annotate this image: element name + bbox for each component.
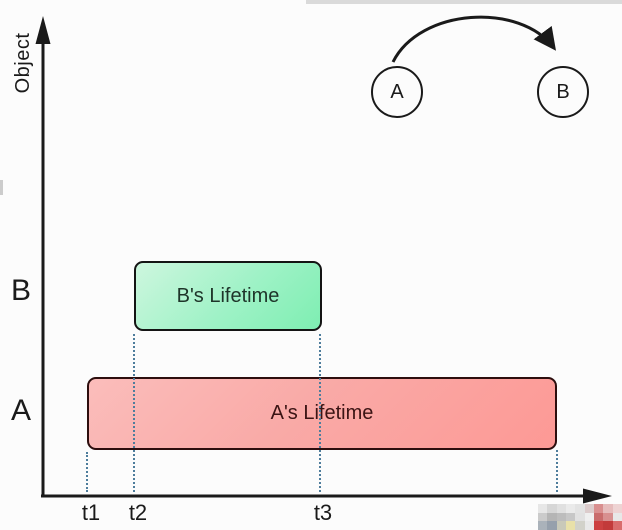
watermark-block <box>565 512 576 522</box>
watermark-block <box>538 504 548 513</box>
watermark-mosaic <box>538 504 622 530</box>
watermark-block <box>547 504 557 513</box>
watermark-block <box>612 521 622 530</box>
node-circle-b: B <box>537 66 589 118</box>
watermark-block <box>612 512 622 522</box>
row-label-a: A <box>10 394 31 427</box>
b-lifetime-bar-label: B's Lifetime <box>176 284 280 307</box>
guide-line-t3 <box>319 334 321 492</box>
y-axis-arrowhead-icon <box>35 16 51 44</box>
watermark-block <box>584 521 594 530</box>
guide-line-a-end <box>556 450 558 492</box>
watermark-block <box>584 504 594 513</box>
watermark-block <box>593 512 604 522</box>
watermark-block <box>584 512 594 522</box>
reference-arrow-curve <box>391 15 557 63</box>
guide-line-t2 <box>133 334 135 492</box>
watermark-block <box>603 504 613 513</box>
watermark-block <box>612 504 622 513</box>
b-lifetime-bar: B's Lifetime <box>134 261 322 331</box>
watermark-block <box>547 521 557 530</box>
watermark-block <box>538 512 548 522</box>
watermark-block <box>603 512 613 522</box>
x-tick-t1: t1 <box>81 500 101 525</box>
watermark-block <box>575 521 585 530</box>
row-label-b: B <box>10 274 31 307</box>
watermark-block <box>556 512 566 522</box>
x-axis-arrowhead-icon <box>583 488 612 504</box>
a-lifetime-bar-label: A's Lifetime <box>270 402 374 424</box>
left-edge-artifact <box>0 180 3 195</box>
node-b-label: B <box>556 80 570 103</box>
guide-line-t1 <box>86 452 88 492</box>
top-gray-strip <box>306 0 622 4</box>
watermark-block <box>547 512 557 522</box>
watermark-block <box>538 521 548 530</box>
watermark-block <box>575 512 585 522</box>
watermark-block <box>593 521 604 530</box>
x-tick-t2: t2 <box>128 500 148 525</box>
watermark-block <box>565 504 576 513</box>
a-lifetime-bar: A's Lifetime <box>87 377 557 450</box>
watermark-block <box>603 521 613 530</box>
node-circle-a: A <box>371 66 423 118</box>
watermark-block <box>593 504 604 513</box>
y-axis-title: Object <box>12 32 34 94</box>
watermark-block <box>575 504 585 513</box>
watermark-block <box>556 504 566 513</box>
watermark-block <box>556 521 566 530</box>
node-a-label: A <box>390 80 404 103</box>
x-tick-t3: t3 <box>313 500 333 525</box>
watermark-block <box>565 521 576 530</box>
